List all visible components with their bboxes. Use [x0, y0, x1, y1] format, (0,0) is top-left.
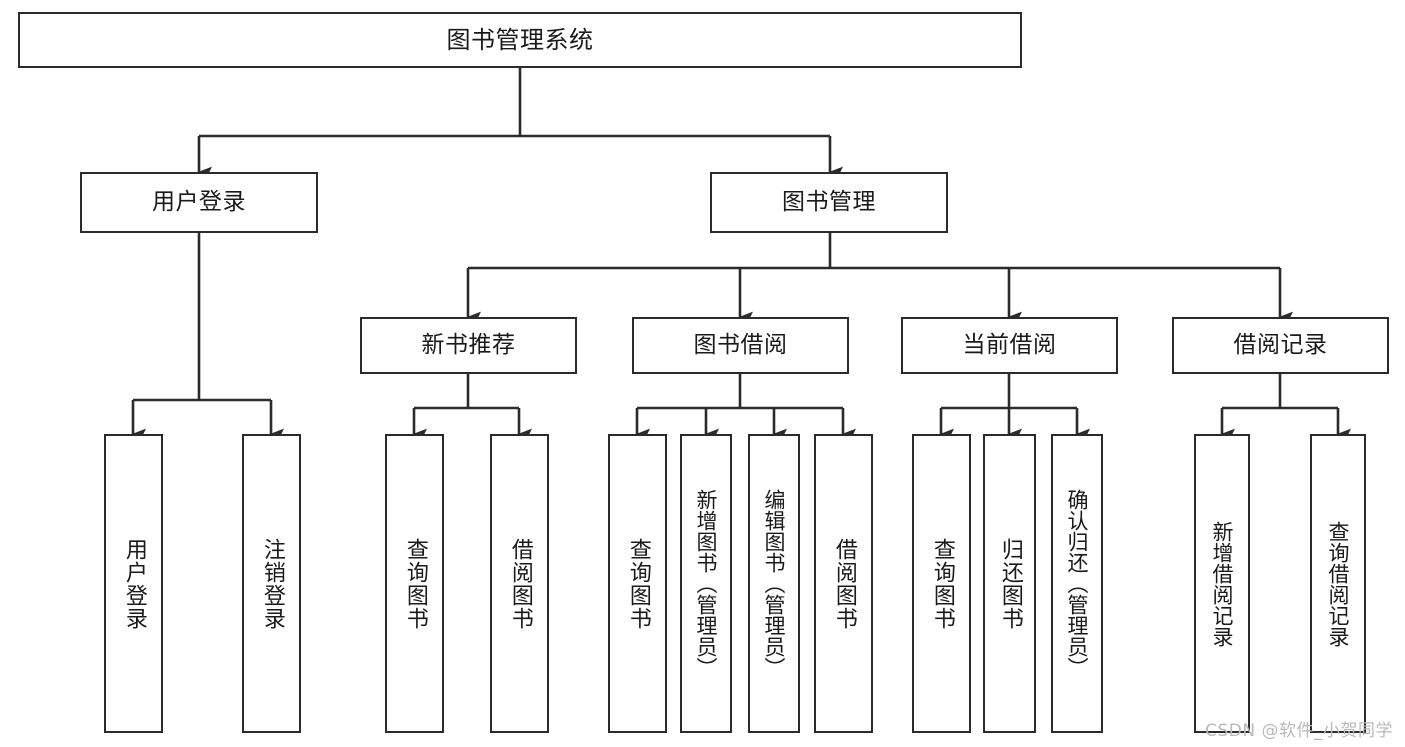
node-label: 归还图书	[997, 537, 1023, 630]
node-root-system[interactable]: 图书管理系统	[18, 12, 1022, 68]
node-label: 当前借阅	[962, 331, 1057, 358]
node-label: 图书管理系统	[446, 25, 594, 54]
node-label: 编辑图书（管理员）	[762, 489, 787, 678]
node-new-book-recommend[interactable]: 新书推荐	[360, 317, 577, 374]
node-book-manage[interactable]: 图书管理	[710, 172, 948, 233]
node-label: 查询图书	[402, 537, 428, 630]
node-label: 新书推荐	[421, 331, 516, 358]
leaf-borrow-book-recommend[interactable]: 借阅图书	[490, 434, 549, 733]
node-label: 查询图书	[929, 537, 955, 630]
leaf-confirm-return[interactable]: 确认归还（管理员）	[1051, 434, 1103, 733]
node-label: 用户登录	[121, 537, 147, 630]
leaf-edit-book[interactable]: 编辑图书（管理员）	[748, 434, 800, 733]
leaf-query-borrow-record[interactable]: 查询借阅记录	[1310, 434, 1366, 733]
node-label: 借阅图书	[831, 537, 857, 630]
leaf-query-book-borrow[interactable]: 查询图书	[608, 434, 667, 733]
leaf-borrow-book[interactable]: 借阅图书	[814, 434, 873, 733]
node-label: 图书借阅	[693, 331, 788, 358]
leaf-add-book[interactable]: 新增图书（管理员）	[680, 434, 732, 733]
node-label: 注销登录	[259, 537, 285, 630]
node-label: 查询借阅记录	[1326, 520, 1351, 647]
leaf-query-book-recommend[interactable]: 查询图书	[385, 434, 444, 733]
node-user-login[interactable]: 用户登录	[80, 172, 318, 233]
leaf-add-borrow-record[interactable]: 新增借阅记录	[1194, 434, 1250, 733]
leaf-user-login[interactable]: 用户登录	[104, 434, 163, 733]
node-label: 图书管理	[782, 188, 876, 215]
node-label: 查询图书	[625, 537, 651, 630]
node-book-borrow[interactable]: 图书借阅	[632, 317, 849, 374]
node-label: 借阅记录	[1233, 331, 1328, 358]
node-label: 新增图书（管理员）	[694, 489, 719, 678]
leaf-user-logout[interactable]: 注销登录	[242, 434, 301, 733]
leaf-query-book-current[interactable]: 查询图书	[912, 434, 971, 733]
node-current-borrow[interactable]: 当前借阅	[901, 317, 1118, 374]
node-label: 确认归还（管理员）	[1065, 489, 1090, 678]
node-borrow-record[interactable]: 借阅记录	[1172, 317, 1389, 374]
csdn-watermark: CSDN @软件_小贺同学	[1205, 721, 1393, 741]
node-label: 新增借阅记录	[1210, 520, 1235, 647]
leaf-return-book[interactable]: 归还图书	[983, 434, 1036, 733]
node-label: 借阅图书	[507, 537, 533, 630]
node-label: 用户登录	[152, 188, 246, 215]
